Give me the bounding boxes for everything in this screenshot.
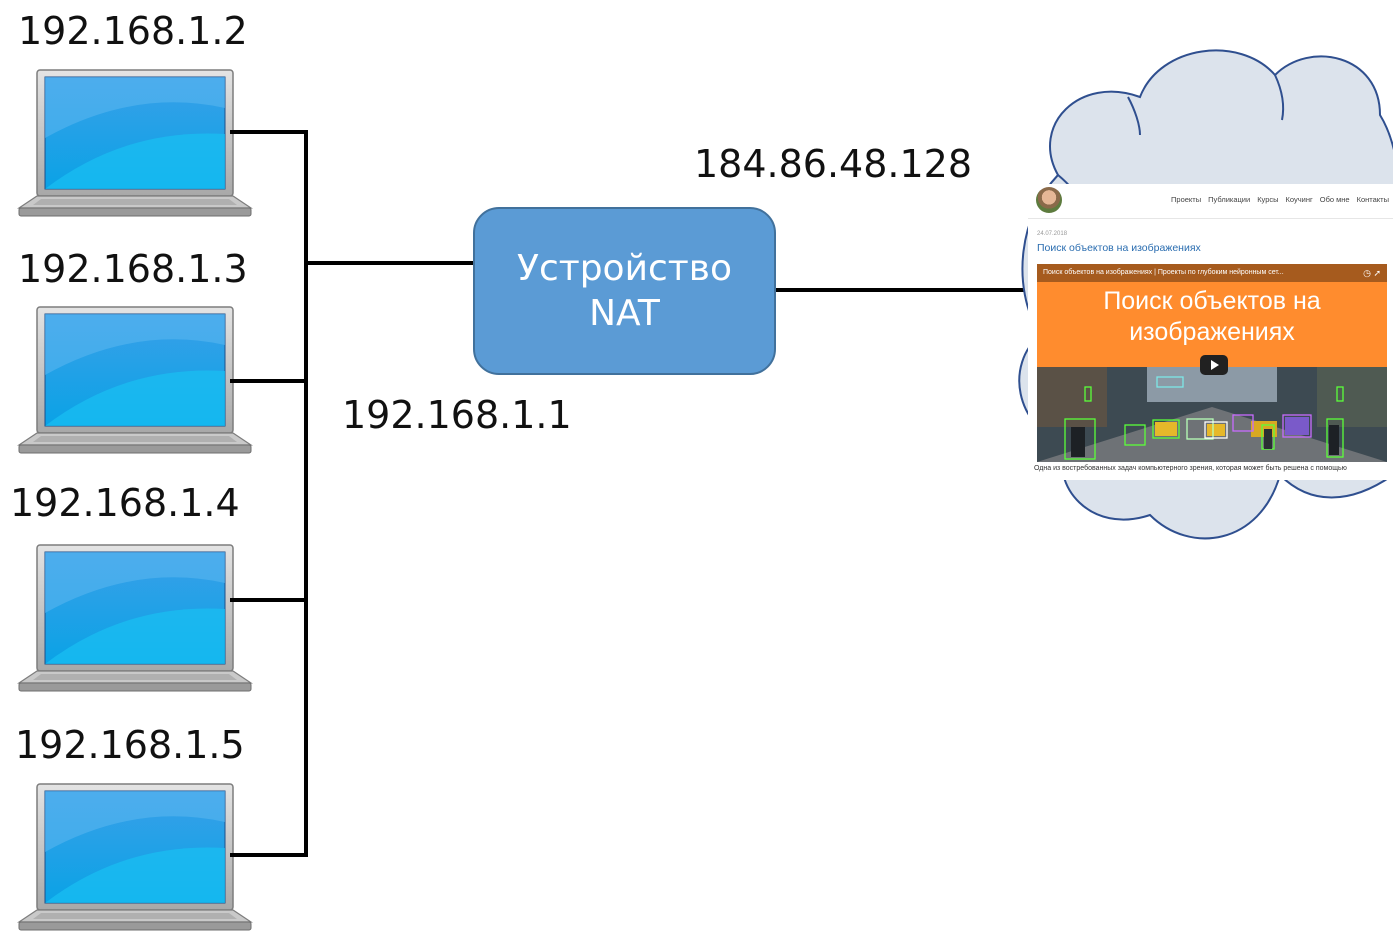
wire-nat-to-internet [775, 288, 1030, 292]
post-title-link[interactable]: Поиск объектов на изображениях [1037, 242, 1201, 254]
post-body-text: Одна из востребованных задач компьютерно… [1034, 465, 1347, 472]
wire-host-4 [230, 853, 308, 857]
share-icon[interactable]: ◷ ➚ [1363, 268, 1381, 278]
wire-bus [304, 130, 308, 857]
nav-link-projects[interactable]: Проекты [1171, 195, 1202, 204]
nat-device-label-line1: Устройство [517, 248, 732, 289]
website-navbar: Проекты Публикации Курсы Коучинг Обо мне… [1028, 184, 1393, 219]
laptop-icon [17, 306, 253, 454]
website-nav-links: Проекты Публикации Курсы Коучинг Обо мне… [1171, 195, 1389, 204]
nat-inner-ip-label: 192.168.1.1 [342, 393, 572, 437]
laptop-icon [17, 69, 253, 217]
play-icon[interactable] [1200, 355, 1228, 375]
video-title-bar: Поиск объектов на изображениях | Проекты… [1037, 264, 1387, 282]
wire-lan-to-nat [304, 261, 474, 265]
host-ip-label-2: 192.168.1.3 [18, 247, 248, 291]
video-player[interactable]: Поиск объектов на изображениях | Проекты… [1037, 264, 1387, 462]
nav-link-coaching[interactable]: Коучинг [1285, 195, 1313, 204]
host-ip-label-1: 192.168.1.2 [18, 9, 248, 53]
host-ip-label-3: 192.168.1.4 [10, 481, 240, 525]
video-bar-title: Поиск объектов на изображениях | Проекты… [1043, 269, 1284, 276]
nav-link-publications[interactable]: Публикации [1208, 195, 1251, 204]
nat-device-label-line2: NAT [589, 293, 660, 334]
wire-host-3 [230, 598, 308, 602]
laptop-icon [17, 783, 253, 931]
nat-outer-ip-label: 184.86.48.128 [694, 142, 973, 186]
video-overlay-title: Поиск объектов на изображениях [1037, 286, 1387, 347]
avatar [1036, 187, 1062, 213]
nat-device-box: Устройство NAT [473, 207, 776, 375]
video-overlay-line1: Поиск объектов на [1103, 287, 1321, 315]
website-screenshot: Проекты Публикации Курсы Коучинг Обо мне… [1028, 184, 1393, 480]
nav-link-about[interactable]: Обо мне [1319, 195, 1350, 204]
nav-link-contacts[interactable]: Контакты [1356, 195, 1389, 204]
post-date: 24.07.2018 [1037, 231, 1068, 237]
street-scene-image [1037, 367, 1387, 462]
laptop-icon [17, 544, 253, 692]
nav-link-courses[interactable]: Курсы [1257, 195, 1279, 204]
host-ip-label-4: 192.168.1.5 [15, 723, 245, 767]
wire-host-1 [230, 130, 308, 134]
wire-host-2 [230, 379, 308, 383]
video-overlay-line2: изображениях [1129, 317, 1295, 346]
